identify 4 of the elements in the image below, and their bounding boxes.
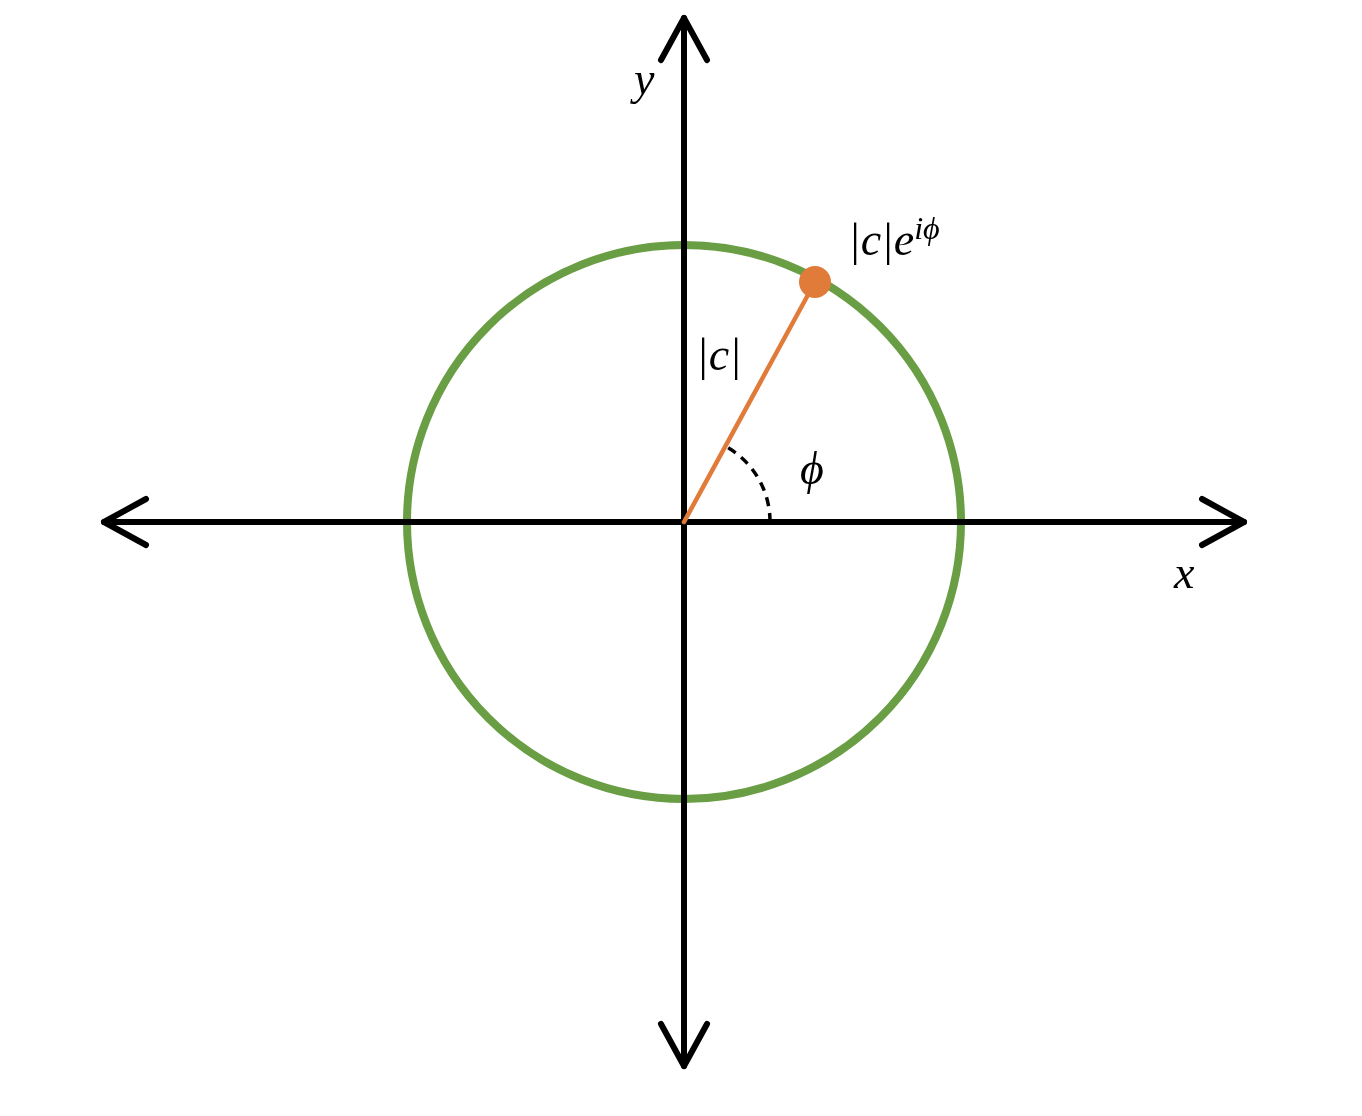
axis-label: x bbox=[1174, 550, 1195, 596]
point-label: |c|e$^{iϕ}$ bbox=[848, 212, 940, 264]
magnitude-label: |c| bbox=[696, 332, 742, 378]
angle-label: ϕ bbox=[800, 446, 824, 492]
